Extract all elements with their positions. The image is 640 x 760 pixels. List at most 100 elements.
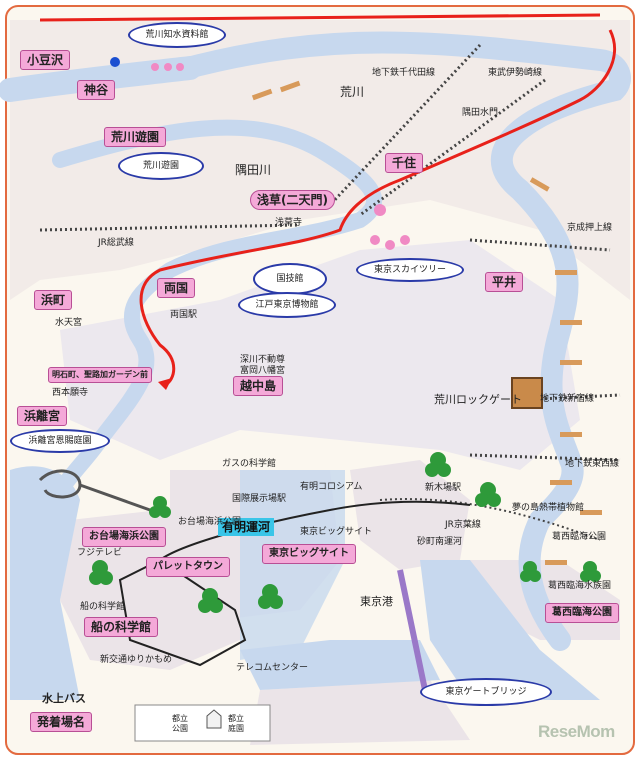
label-departure-place: 発着場名 <box>30 712 93 732</box>
tobu-isesaki-line <box>359 78 546 217</box>
station-kasai: 葛西臨海公園 <box>545 603 619 623</box>
station-hamacho: 浜町 <box>34 290 73 310</box>
station-akashicho: 明石町、聖路加ガーデン前 <box>48 367 152 383</box>
label-ryogoku-station: 両国駅 <box>170 310 198 320</box>
label-telecom-center: テレコムセンター <box>236 663 309 673</box>
label-gas-museum: ガスの科学館 <box>222 459 277 469</box>
land-north <box>10 20 630 300</box>
label-arakawa-lock: 荒川ロックゲート <box>434 393 522 406</box>
legend-garden-line1: 都立 <box>228 714 244 723</box>
station-ariake: 有明運河 <box>218 518 275 536</box>
bridge <box>550 480 572 485</box>
label-tobu-isesaki: 東武伊勢崎線 <box>488 68 543 78</box>
label-tomioka-hachiman: 富岡八幡宮 <box>240 366 286 376</box>
label-sensoji: 浅草寺 <box>275 218 303 228</box>
label-shinkiba: 新木場駅 <box>425 483 462 493</box>
station-ozukusawa: 小豆沢 <box>20 50 71 70</box>
label-water-bus: 水上バス <box>42 692 86 705</box>
land-central <box>60 240 580 470</box>
museum-marker <box>110 57 120 67</box>
label-fuji-tv: フジテレビ <box>77 548 123 558</box>
station-asakusa: 浅草(二天門) <box>250 190 335 210</box>
place-gate-bridge: 東京ゲートブリッジ <box>420 678 552 706</box>
place-arakawa-museum: 荒川知水資料館 <box>128 22 226 48</box>
station-hamarikyu: 浜離宮 <box>17 406 68 426</box>
subway-chiyoda-line <box>328 43 482 207</box>
label-fukagawa-fudo: 深川不動尊 <box>240 355 286 365</box>
station-kamiya: 神谷 <box>77 80 116 100</box>
bay-channel <box>240 470 345 660</box>
legend-park-line1: 都立 <box>172 714 188 723</box>
label-sumidagawa-gate: 隅田水門 <box>462 108 499 118</box>
tokyo-bay <box>10 466 80 700</box>
label-nishi-honganji: 西本願寺 <box>52 388 89 398</box>
label-jr-keiyo: JR京葉線 <box>445 520 481 530</box>
land-reclaimed-2 <box>350 460 470 570</box>
bay-south <box>240 640 440 690</box>
bridge <box>251 88 273 101</box>
place-arakawa-park: 荒川遊園 <box>118 152 204 180</box>
label-tokyo-bigsight-small: 東京ビッグサイト <box>300 527 373 537</box>
label-subway-tozai: 地下鉄東西線 <box>565 459 620 469</box>
label-yurikamome: 新交通ゆりかもめ <box>100 655 173 665</box>
station-funeno: 船の科学館 <box>84 617 159 637</box>
station-odaiba: お台場海浜公園 <box>82 527 166 547</box>
bridge <box>545 560 567 565</box>
station-senju: 千住 <box>385 153 424 173</box>
label-suitengu: 水天宮 <box>55 318 83 328</box>
keisei-oshiage-line <box>469 238 611 252</box>
route-top <box>39 13 601 22</box>
legend-garden-line2: 庭園 <box>228 724 244 733</box>
gate-bridge <box>397 569 428 691</box>
bridge <box>560 320 582 325</box>
bridge <box>560 360 582 365</box>
bridge <box>580 510 602 515</box>
rainbow-bridge <box>79 483 151 512</box>
jr-keiyo-line <box>379 498 601 541</box>
station-etchujima: 越中島 <box>233 376 284 396</box>
garden-icon <box>206 709 222 729</box>
subway-tozai-line <box>469 453 621 462</box>
label-arakawa-river: 荒川 <box>340 85 365 99</box>
label-subway-shinjuku: 地下鉄新宿線 <box>540 394 595 404</box>
cherry-trees <box>151 63 410 250</box>
credit-watermark: ReseMom <box>538 722 615 741</box>
land-south <box>250 680 470 745</box>
label-subway-chiyoda: 地下鉄千代田線 <box>372 68 436 78</box>
bay-east <box>420 560 600 700</box>
legend-box <box>134 704 271 742</box>
label-tokyo-port: 東京港 <box>360 595 393 608</box>
label-ariake-colosseum: 有明コロシアム <box>300 482 363 492</box>
label-odaiba-kaihin-koen: お台場海浜公園 <box>178 517 242 527</box>
station-arakawa-yuen: 荒川遊園 <box>104 127 167 147</box>
lock-gate <box>511 377 543 409</box>
station-palette: パレットタウン <box>146 557 230 577</box>
label-kokusai-tenjijo: 国際展示場駅 <box>232 494 287 504</box>
bridge <box>279 80 301 93</box>
station-bigsight: 東京ビッグサイト <box>262 544 356 564</box>
yurikamome-line <box>118 500 471 667</box>
label-sunamachi: 砂町南運河 <box>417 537 463 547</box>
water-bus-route <box>139 29 617 387</box>
bridge <box>560 432 582 437</box>
place-kokugikan: 国技館 <box>253 263 327 295</box>
station-hirai: 平井 <box>485 272 524 292</box>
label-kasai-aquarium: 葛西臨海水族園 <box>548 581 612 591</box>
bridge <box>529 177 550 192</box>
arakawa-river <box>169 31 631 651</box>
jr-sobu-line <box>39 223 301 232</box>
label-yumenoshima: 夢の島熱帯植物館 <box>512 503 585 513</box>
place-edo-museum: 江戸東京博物館 <box>238 292 336 318</box>
label-keisei-oshiage: 京成押上線 <box>567 223 613 233</box>
label-kasai-rinkai-koen: 葛西臨海公園 <box>552 532 607 542</box>
bridge <box>555 270 577 275</box>
place-hamarikyu-garden: 浜離宮恩賜庭園 <box>10 429 110 453</box>
label-funeno-small: 船の科学館 <box>80 602 126 612</box>
legend-park-line2: 公園 <box>172 724 188 733</box>
label-jr-sobu: JR総武線 <box>98 238 134 248</box>
place-skytree: 東京スカイツリー <box>356 258 464 282</box>
station-ryogoku: 両国 <box>157 278 196 298</box>
route-arrow <box>158 378 172 390</box>
label-sumida-river: 隅田川 <box>235 163 272 177</box>
